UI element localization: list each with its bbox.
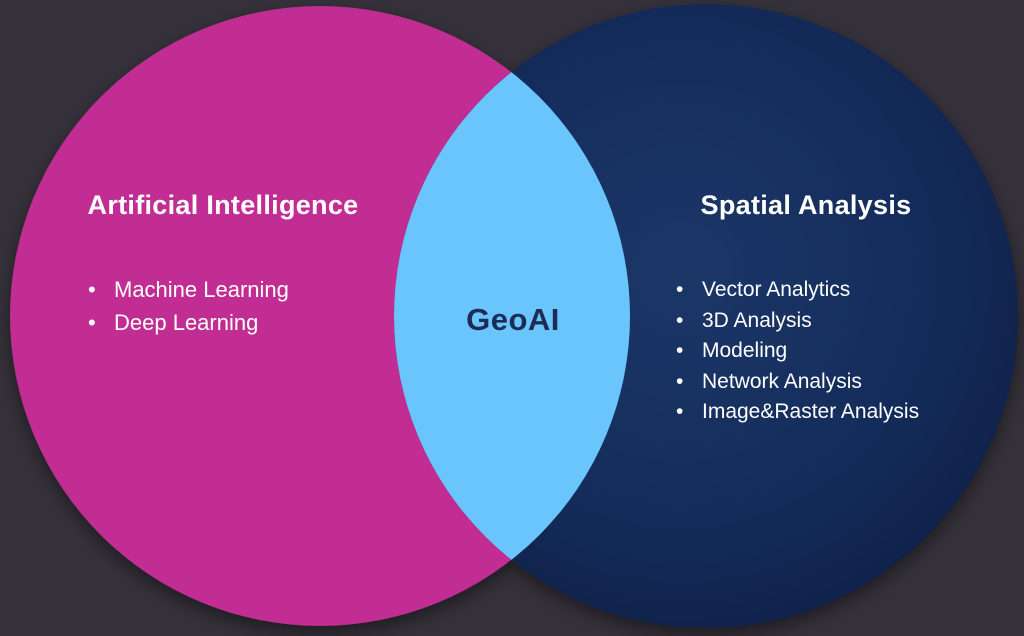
overlap-lens: [394, 6, 630, 626]
